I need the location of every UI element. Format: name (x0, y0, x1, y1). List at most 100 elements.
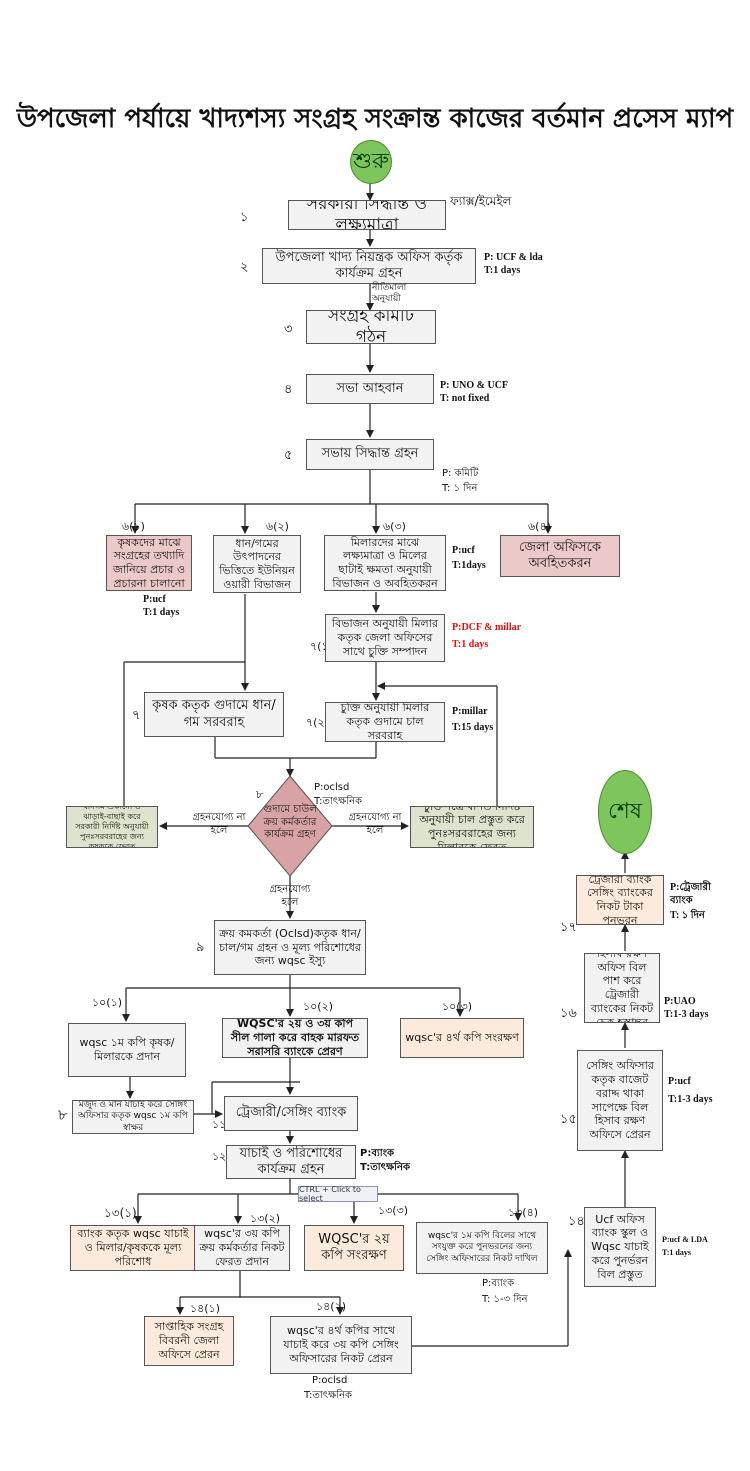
step-12-box[interactable]: যাচাই ও পরিশোধের কার্যক্রম গ্রহন (226, 1145, 356, 1179)
step-14-2-time: T:তাৎক্ষনিক (304, 1390, 353, 1401)
step-13-3-box[interactable]: WQSC'র ২য় কপি সংরক্ষণ (304, 1225, 404, 1271)
step-12-time: T:তাৎক্ষনিক (360, 1162, 410, 1173)
step-8-no-left: গ্রহনযোগ্য না হলে (192, 812, 246, 836)
step-7-2-box[interactable]: চুক্তি অনুযায়ী মিলার কতৃক গুদামে চাল সর… (325, 702, 445, 742)
step-6-1-time: T:1 days (143, 607, 180, 618)
page-title: উপজেলা পর্যায়ে খাদ্যশস্য সংগ্রহ সংক্রান… (16, 104, 734, 134)
step-7-1-time: T:1 days (452, 639, 489, 650)
step-6-4-box[interactable]: জেলা অফিসকে অবহিতকরন (500, 535, 620, 577)
selection-tooltip: CTRL + Click to select (298, 1185, 378, 1203)
step-2-person: P: UCF & lda (484, 252, 543, 263)
step-17-number: ১৭ (560, 920, 577, 935)
step-7-1-person: P:DCF & millar (452, 622, 522, 633)
step-7-1-box[interactable]: বিভাজন অনুযায়ী মিলার কতৃক জেলা অফিসের স… (325, 614, 445, 662)
step-6-4-number: ৬(৪) (528, 520, 551, 533)
step-16-person: P:UAO (664, 996, 696, 1007)
step-16-box[interactable]: হিসাব রক্ষণ অফিস বিল পাশ করে ট্রেজারী ব্… (584, 953, 660, 1023)
step-8-left-box[interactable]: ধানগম শুকানো ও ঝাড়াই-বাছাই করে সরকারী ন… (66, 806, 158, 848)
step-13-2-number: ১৩(২) (250, 1212, 281, 1225)
step-7-number: ৭ (132, 708, 141, 723)
step-16-time: T:1-3 days (664, 1009, 709, 1020)
step-6-3-person: P:ucf (452, 545, 475, 556)
step-3-box[interactable]: সংগ্রহ কমিটি গঠন (306, 310, 436, 344)
step-14-number: ১৪ (568, 1214, 585, 1229)
step-13-4-box[interactable]: wqsc'র ১ম কপি বিলের সাথে সংযুক্ত করে পুন… (416, 1222, 548, 1274)
start-node[interactable]: শুরু (350, 140, 392, 184)
step-13-1-box[interactable]: ব্যাংক কতৃক wqsc যাচাই ও মিলার/কৃষককে মূ… (70, 1225, 196, 1271)
step-11-number: ১১ (212, 1118, 227, 1131)
step-13-3-number: ১৩(৩) (378, 1204, 409, 1217)
step-2-box[interactable]: উপজেলা খাদ্য নিয়ন্ত্রক অফিস কর্তৃক কার্… (262, 248, 476, 284)
step-10-1-number: ১০(১) (92, 996, 123, 1009)
step-7-2-person: P:millar (452, 706, 488, 717)
decision-diamond (247, 775, 333, 877)
step-4-box[interactable]: সভা আহবান (306, 374, 434, 404)
step-4-number: ৪ (284, 382, 293, 397)
step-4-person: P: UNO & UCF (440, 380, 509, 391)
step-15-time: T:1-3 days (668, 1094, 713, 1105)
step-10-2-box[interactable]: WQSC'র ২য় ও ৩য় কপি সীল গালা করে বাহক ম… (222, 1018, 368, 1058)
step-14-2-person: P:oclsd (312, 1375, 348, 1386)
step-15-person: P:ucf (668, 1076, 691, 1087)
step-6-1-person: P:ucf (143, 594, 166, 605)
step-7-box[interactable]: কৃষক কতৃক গুদামে ধান/গম সরবরাহ (144, 692, 284, 737)
step-13-2-box[interactable]: wqsc'র ৩য় কপি ক্রয় কর্মকর্তার নিকট ফের… (194, 1225, 290, 1271)
step-2-time: T:1 days (484, 265, 521, 276)
step-14-1-box[interactable]: সাপ্তাহিক সংগ্রহ বিবরনী জেলা অফিসে প্রের… (144, 1316, 234, 1366)
step-1-box[interactable]: সরকারী সিদ্ধান্ত ও লক্ষ্যমাত্রা (288, 200, 446, 230)
step-8-number: ৮ (256, 788, 264, 801)
step-14-2-number: ১৪(২) (316, 1300, 347, 1313)
step-5-number: ৫ (284, 448, 293, 463)
step-13-4-person: P:ব্যাংক (482, 1278, 515, 1289)
step-10-1-box[interactable]: wqsc ১ম কপি কৃষক/মিলারকে প্রদান (68, 1023, 186, 1077)
step-1-number: ১ (240, 210, 249, 225)
step-12-number: ১২ (212, 1150, 227, 1163)
step-6-3-time: T:1days (452, 560, 486, 571)
step-14-box[interactable]: Ucf অফিস ব্যাংক স্কুল ও Wqsc যাচাই করে প… (584, 1207, 656, 1287)
step-9-number: ৯ (196, 940, 205, 955)
step-14-2-box[interactable]: wqsc'র ৪র্থ কপির সাথে যাচাই করে ৩য় কপি … (270, 1316, 412, 1374)
step-8-right-box[interactable]: চুক্তিপত্রে বর্ণিত নির্দিষ্ট অনুযায়ী চা… (410, 806, 534, 848)
step-6-2-box[interactable]: ধান/গমের উৎপাদনের ভিত্তিতে ইউনিয়ন ওয়ার… (213, 535, 301, 593)
step-5-person: P: কমিটি (442, 468, 479, 479)
end-node[interactable]: শেষ (598, 770, 652, 854)
step-13-1-number: ১৩(১) (104, 1206, 137, 1220)
step-6-3-box[interactable]: মিলারদের মাঝে লক্ষ্যমাত্রা ও মিলের ছাটাই… (324, 535, 446, 591)
step-8-text[interactable]: গুদামে চাউল ক্রয় কর্মকর্তার কার্যক্রম গ… (263, 804, 317, 840)
step-13-4-time: T: ১-৩ দিন (482, 1294, 528, 1305)
step-6-1-number: ৬(১) (122, 520, 145, 533)
step-5-box[interactable]: সভায় সিদ্ধান্ত গ্রহন (306, 439, 434, 470)
step-4-time: T: not fixed (440, 393, 490, 404)
step-14-1-number: ১৪(১) (190, 1302, 220, 1315)
step-10-3-box[interactable]: wqsc'র ৪র্থ কপি সংরক্ষণ (400, 1018, 524, 1058)
step-7-2-time: T:15 days (452, 722, 494, 733)
step-8-time: T:তাৎক্ষনিক (314, 796, 363, 807)
step-8-no-right: গ্রহনযোগ্য না হলে (348, 812, 402, 836)
step-17-person: P:ট্রেজারী ব্যাংক (670, 882, 711, 906)
step-14-time: T:1 days (662, 1248, 691, 1257)
step-11-box[interactable]: ট্রেজারী/সেঙ্গিং ব্যাংক (224, 1096, 358, 1131)
step-2-number: ২ (240, 260, 249, 275)
step-6-3-number: ৬(৩) (383, 520, 406, 533)
step-17-box[interactable]: ট্রেজারী ব্যাংক সেঙ্গিং ব্যাংকের নিকট টা… (576, 875, 664, 925)
step-8-person: P:oclsd (314, 782, 350, 793)
step-16-number: ১৬ (560, 1006, 577, 1021)
step-17-time: T: ১ দিন (670, 910, 705, 921)
step-7-2-number: ৭(২) (306, 716, 329, 729)
step-13-4-number: ১৩(৪) (508, 1206, 539, 1219)
step-15-box[interactable]: সেঙ্গিং অফিসার কতৃক বাজেট বরাদ্দ থাকা সা… (577, 1050, 663, 1151)
step-8-yes: গ্রহনযোগ্য হলে (269, 884, 311, 908)
step-12-person: P:ব্যাংক (360, 1148, 394, 1159)
step-14-person: P:ucf & LDA (662, 1235, 708, 1244)
step-6-1-box[interactable]: কৃষকদের মাঝে সংগ্রহের তথ্যাদি জানিয়ে প্… (106, 535, 192, 591)
step-6-2-number: ৬(২) (266, 520, 289, 533)
step-side-8-box[interactable]: মজুদ ও মান যাচাই করে সেঙ্গিং অফিসার কতৃক… (72, 1100, 194, 1134)
step-9-box[interactable]: ক্রয় কমকর্তা (Oclsd)কতৃক ধান/চাল/গম গ্র… (214, 920, 366, 975)
step-10-2-number: ১০(২) (303, 1000, 334, 1013)
step-side-8-number: ৮ (58, 1106, 68, 1124)
step-2-note: নীতিমালা অনুযায়ী (372, 283, 407, 305)
step-5-time: T: ১ দিন (442, 483, 478, 494)
step-10-3-number: ১০(৩) (442, 1000, 473, 1013)
